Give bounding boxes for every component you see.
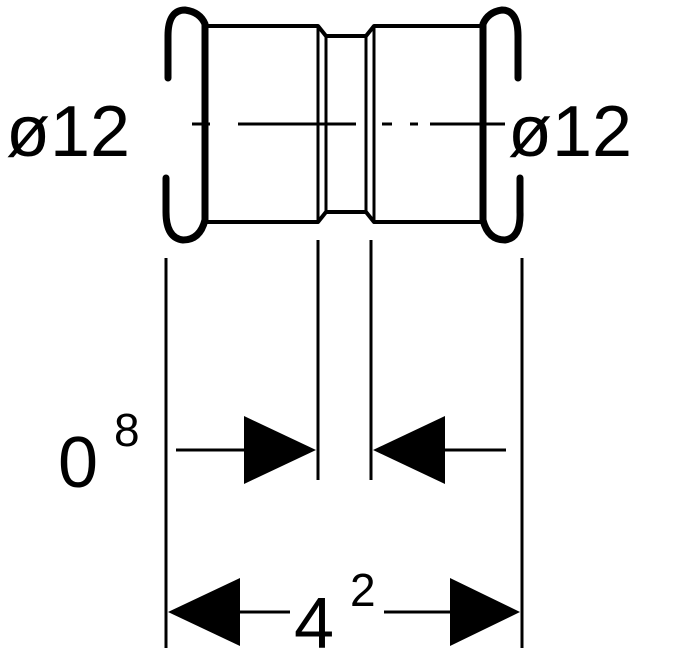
overall-length-arrow-left	[168, 578, 240, 646]
diameter-left-label: ø12	[6, 92, 130, 172]
inner-gap-arrow-right	[373, 416, 445, 484]
sleeve-top-edge	[203, 24, 485, 38]
inner-gap-label-superscript: 8	[114, 404, 140, 456]
sleeve-bottom-edge	[203, 210, 485, 224]
inner-gap-dimension	[176, 416, 506, 484]
diameter-right-label: ø12	[508, 92, 632, 172]
inner-gap-arrow-left	[244, 416, 316, 484]
inner-gap-label: 0	[58, 423, 98, 503]
extension-lines	[164, 240, 524, 648]
overall-length-arrow-right	[450, 578, 520, 646]
overall-length-label: 4	[294, 584, 334, 664]
coupling-body	[162, 6, 524, 244]
overall-length-label-superscript: 2	[350, 564, 376, 616]
overall-length-dimension	[168, 578, 520, 646]
